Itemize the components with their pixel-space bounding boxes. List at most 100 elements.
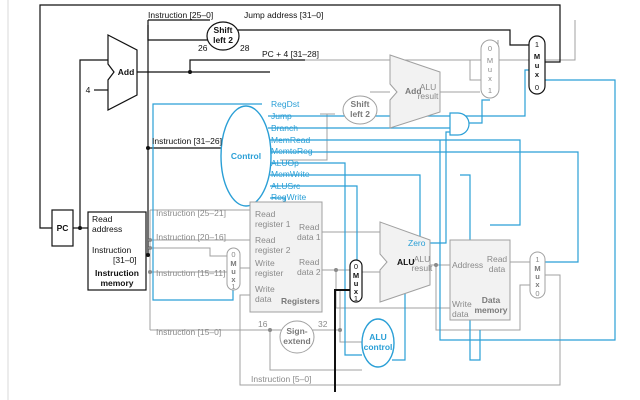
reg-read-data-2-line2: data 2 <box>297 267 321 277</box>
control-signal-labels: RegDst Jump Branch MemRead MemtoReg ALUO… <box>271 99 313 202</box>
regdst-mux-x: x <box>231 275 236 284</box>
control-unit-label: Control <box>231 151 261 161</box>
alusrc-mux-one: 1 <box>354 294 358 303</box>
sign-extend <box>279 320 315 354</box>
control-unit <box>220 105 272 207</box>
jump-mux-u: u <box>535 61 540 70</box>
label-instruction-20-16: Instruction [20–16] <box>156 232 226 242</box>
reg-read-data-1-line2: data 1 <box>297 232 321 242</box>
alusrc-mux-zero: 0 <box>354 262 358 271</box>
label-bits-16: 16 <box>258 319 268 329</box>
signal-regwrite: RegWrite <box>271 192 307 202</box>
alusrc-mux-m: M <box>353 271 359 280</box>
jump-shift-label-2: left 2 <box>213 35 233 45</box>
jump-mux-x: x <box>535 70 540 79</box>
reg-read-data-2-line1: Read <box>299 257 320 267</box>
label-pc-plus-4: PC + 4 [31–28] <box>262 49 319 59</box>
label-bits-26: 26 <box>198 43 208 53</box>
reg-read-register-2-line2: register 2 <box>255 245 291 255</box>
branch-adder <box>389 54 441 129</box>
label-jump-address: Jump address [31–0] <box>244 10 323 20</box>
imem-read-address-line2: address <box>92 224 122 234</box>
alu-control-unit <box>361 318 395 368</box>
branch-shift-left-2 <box>342 95 378 125</box>
reg-read-data-1-line1: Read <box>299 222 320 232</box>
signal-jump: Jump <box>271 111 292 121</box>
branch-mux-zero: 0 <box>488 44 492 53</box>
jump-mux <box>528 35 546 95</box>
alu-bus-wires <box>334 289 350 392</box>
regdst-mux <box>226 247 241 291</box>
dmem-title-line1: Data <box>482 295 501 305</box>
alu-control-line1: ALU <box>369 332 386 342</box>
memtoreg-mux-m: M <box>534 264 540 273</box>
jump-mux-one: 1 <box>535 40 539 49</box>
branch-mux-one: 1 <box>488 86 492 95</box>
memtoreg-mux-u: u <box>535 272 540 281</box>
alu-zero-label: Zero <box>408 238 426 248</box>
regdst-mux-u: u <box>231 267 236 276</box>
branch-shift-label-1: Shift <box>351 99 370 109</box>
register-file <box>249 201 323 313</box>
constant-four: 4 <box>86 85 91 95</box>
imem-instruction-line2: [31–0] <box>113 255 137 265</box>
alusrc-mux <box>349 259 363 303</box>
imem-title-line2: memory <box>100 278 133 288</box>
dmem-write-data-line1: Write <box>452 299 472 309</box>
reg-write-register-line2: register <box>255 268 284 278</box>
reg-write-data-line2: data <box>255 294 272 304</box>
sign-extend-line1: Sign- <box>286 326 307 336</box>
branch-mux <box>480 39 500 99</box>
signal-memread: MemRead <box>271 135 310 145</box>
dmem-read-data-line1: Read <box>487 254 508 264</box>
main-alu-label: ALU <box>397 257 414 267</box>
reg-write-data-line1: Write <box>255 284 275 294</box>
regdst-mux-m: M <box>230 259 236 268</box>
label-bits-32: 32 <box>318 319 328 329</box>
label-instruction-25-21: Instruction [25–21] <box>156 208 226 218</box>
grey-datapath-wires <box>149 20 576 386</box>
dmem-title-line2: memory <box>474 305 507 315</box>
pc-adder <box>107 34 138 111</box>
signal-memtoreg: MemtoReg <box>271 146 313 156</box>
memtoreg-mux-one: 1 <box>535 255 539 264</box>
jump-mux-m: M <box>534 52 540 61</box>
alu-result-line2: result <box>412 263 433 273</box>
branch-shift-label-2: left 2 <box>350 109 370 119</box>
pc-adder-label: Add <box>118 67 135 77</box>
regdst-mux-zero: 0 <box>231 250 235 259</box>
dmem-address: Address <box>452 260 483 270</box>
dmem-read-data-line2: data <box>489 264 506 274</box>
reg-read-register-2-line1: Read <box>255 235 276 245</box>
branch-and-gate <box>449 112 470 136</box>
sign-extend-line2: extend <box>283 336 310 346</box>
jump-mux-zero: 0 <box>535 83 539 92</box>
signal-alusrc: ALUSrc <box>271 181 301 191</box>
branch-mux-x: x <box>488 74 492 83</box>
pc-label: PC <box>57 223 69 233</box>
imem-title-line1: Instruction <box>95 268 139 278</box>
instruction-memory <box>87 211 147 291</box>
branch-adder-result-2: result <box>418 91 439 101</box>
memtoreg-mux-zero: 0 <box>535 289 539 298</box>
dmem-write-data-line2: data <box>452 309 469 319</box>
signal-aluop: ALUOp <box>271 158 299 168</box>
label-instruction-31-26: Instruction [31–26] <box>152 136 222 146</box>
signal-memwrite: MemWrite <box>271 169 310 179</box>
signal-regdst: RegDst <box>271 99 300 109</box>
alusrc-mux-x: x <box>354 287 359 296</box>
imem-read-address-line1: Read <box>92 214 113 224</box>
reg-title: Registers <box>281 296 320 306</box>
signal-branch: Branch <box>271 123 298 133</box>
memtoreg-mux-x: x <box>535 280 540 289</box>
data-memory <box>449 239 511 321</box>
regdst-mux-one: 1 <box>231 282 235 291</box>
reg-read-register-1-line2: register 1 <box>255 219 291 229</box>
reg-read-register-1-line1: Read <box>255 209 276 219</box>
memtoreg-mux <box>529 251 546 299</box>
reg-write-register-line1: Write <box>255 258 275 268</box>
junction-dots <box>78 70 192 257</box>
pc-register <box>51 209 74 247</box>
label-instruction-25-0: Instruction [25–0] <box>148 10 213 20</box>
